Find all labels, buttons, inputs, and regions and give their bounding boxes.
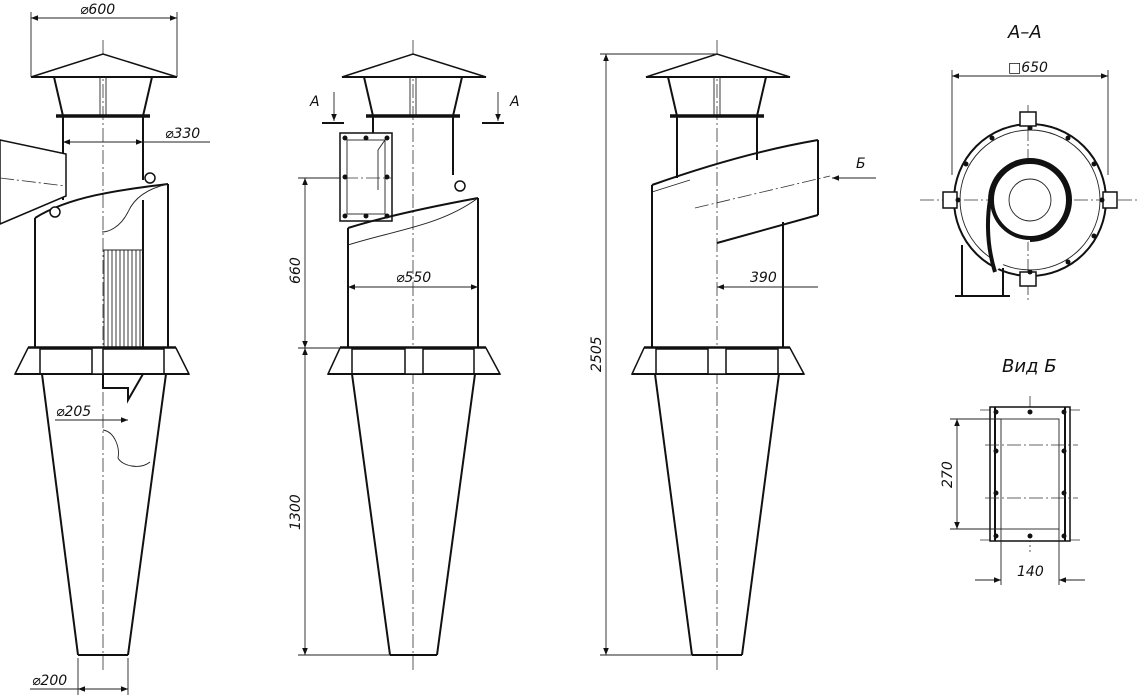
section-aa: A–A □650: [920, 22, 1138, 300]
view-b: Вид Б: [980, 356, 1080, 552]
right-dimensions: 2505 390 Б: [589, 53, 876, 656]
outlet-diameter-label: ⌀330: [165, 126, 200, 142]
section-aa-title: A–A: [1007, 22, 1042, 43]
pipe-diameter-label: ⌀205: [56, 404, 91, 420]
body-diameter-label: ⌀550: [396, 270, 431, 286]
bottom-diameter-label: ⌀200: [32, 673, 67, 689]
middle-view: [300, 40, 502, 670]
section-mark-left: A: [309, 94, 320, 110]
left-ribs: [103, 249, 143, 348]
view-b-height-label: 270: [940, 461, 956, 488]
total-height-label: 2505: [589, 336, 605, 372]
left-dimensions: ⌀600 ⌀330 ⌀205 ⌀200: [30, 2, 210, 695]
lower-height-label: 1300: [288, 494, 304, 530]
section-mark-right: A: [509, 94, 520, 110]
view-b-dimensions: 270 140: [940, 418, 1085, 585]
view-b-width-label: 140: [1017, 564, 1044, 580]
upper-height-label: 660: [288, 257, 304, 284]
top-diameter-label: ⌀600: [80, 2, 115, 18]
right-view: [630, 40, 831, 670]
inlet-offset-label: 390: [750, 270, 777, 286]
view-b-arrow-label: Б: [856, 156, 866, 172]
view-b-title: Вид Б: [1002, 356, 1057, 377]
left-view: [0, 40, 191, 670]
flange-size-label: □650: [1008, 60, 1048, 76]
middle-dimensions: A A 660 1300 ⌀550: [288, 92, 520, 656]
